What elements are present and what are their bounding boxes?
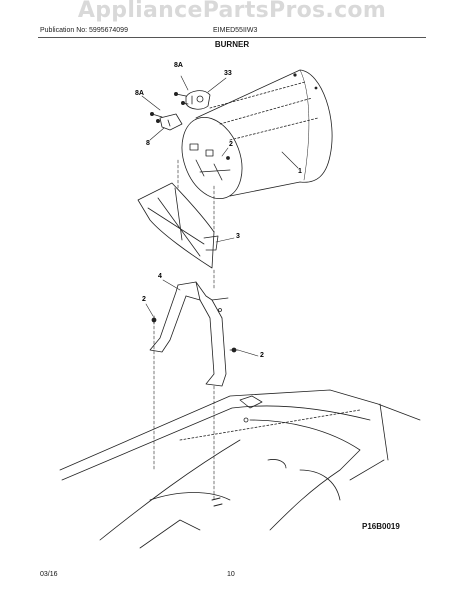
model-number: EIMED55IIW3 xyxy=(213,27,258,34)
callout-8a-left: 8A xyxy=(135,90,144,97)
screws-8a xyxy=(149,92,185,124)
cabinet-base xyxy=(59,389,421,549)
callout-2-top: 2 xyxy=(229,141,233,148)
figure-id: P16B0019 xyxy=(362,522,400,531)
callout-2-left: 2 xyxy=(142,296,146,303)
part-3-heat-shield xyxy=(137,182,219,269)
footer-date: 03/16 xyxy=(40,571,58,578)
alignment-lines xyxy=(153,159,215,501)
part-8-bracket xyxy=(159,113,183,131)
watermark-text: AppliancePartsPros.com xyxy=(77,0,387,23)
callout-8: 8 xyxy=(146,140,150,147)
callout-8a-top: 8A xyxy=(174,62,183,69)
callout-1: 1 xyxy=(298,168,302,175)
callout-33: 33 xyxy=(224,70,232,77)
leader-lines xyxy=(141,75,299,357)
publication-number: Publication No: 5995674099 xyxy=(40,27,128,34)
burner-tube xyxy=(181,69,333,200)
tube-end-fittings xyxy=(189,143,231,181)
part-33-bracket xyxy=(185,90,211,110)
callout-2-right: 2 xyxy=(260,352,264,359)
part-4-support-bracket xyxy=(149,281,229,387)
callout-4: 4 xyxy=(158,273,162,280)
page-number: 10 xyxy=(227,571,235,578)
section-title: BURNER xyxy=(214,40,250,49)
tube-screw-2 xyxy=(226,156,230,160)
header-rule xyxy=(38,37,426,38)
callout-3: 3 xyxy=(236,233,240,240)
